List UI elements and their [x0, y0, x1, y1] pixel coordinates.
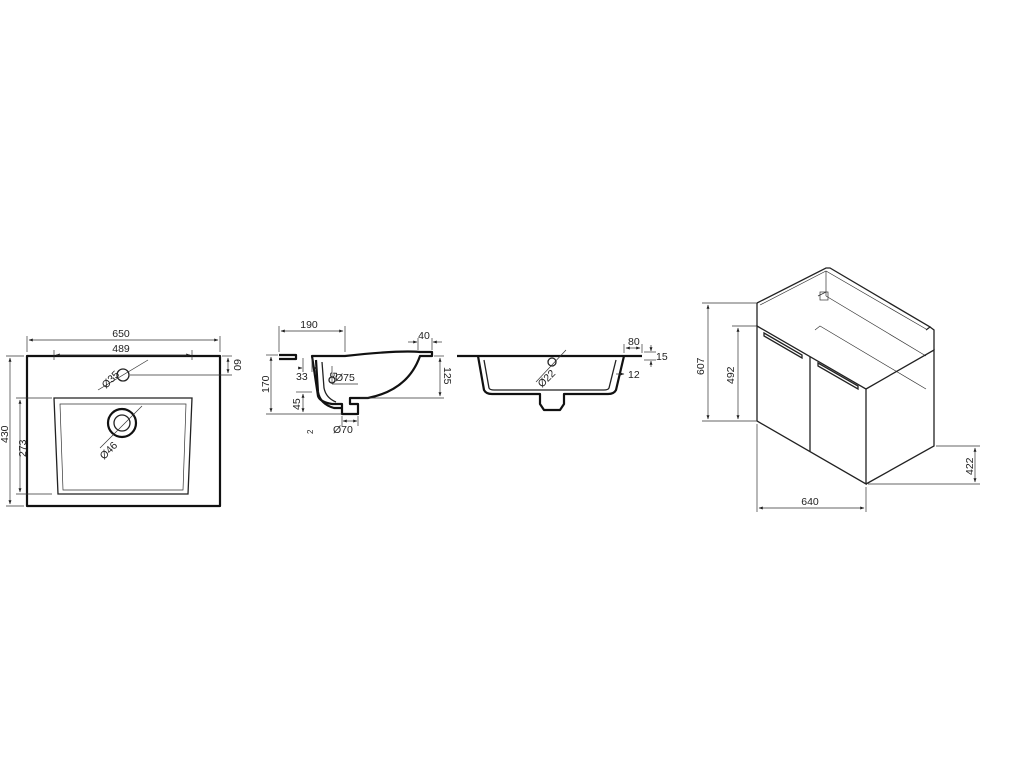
dim-note: 2 — [306, 429, 315, 434]
dim-overflow-dia: Ø75 — [335, 372, 355, 384]
dim-rim-width: 40 — [418, 330, 430, 342]
dim-door-height: 492 — [725, 366, 737, 384]
front-section-view: Ø22 80 15 12 — [457, 336, 668, 412]
cabinet-side — [865, 348, 935, 485]
drain-icon — [106, 407, 138, 439]
dim-overflow-offset: 5 — [327, 372, 339, 378]
dim-front-rim-width: 80 — [628, 336, 640, 348]
dim-drain-dia: Ø70 — [333, 424, 353, 436]
dim-lip-gap: 33 — [296, 371, 308, 383]
dim-cabinet-depth: 422 — [964, 457, 976, 475]
handle-right-icon — [817, 361, 859, 391]
top-view: 650 489 60 430 273 Ø35 Ø46 — [0, 328, 243, 508]
dim-rim-thickness: 15 — [656, 351, 668, 363]
side-section-view: 190 40 170 125 33 45 5 Ø75 — [260, 319, 453, 436]
dim-total-height: 170 — [260, 375, 272, 393]
handle-left-icon — [763, 331, 803, 360]
tap-hole-icon — [116, 368, 130, 382]
cabinet-front — [756, 324, 867, 486]
overflow-hole-icon — [547, 357, 557, 367]
bowl-outline — [53, 397, 193, 495]
dim-drain-hole: Ø46 — [98, 439, 121, 462]
dim-tap-hole: Ø35 — [100, 368, 123, 391]
dim-width-inner: 489 — [112, 343, 130, 355]
cabinet-view: 607 492 640 422 — [695, 267, 980, 512]
dim-tap-offset: 60 — [231, 359, 243, 371]
dim-lip-depth: 190 — [300, 319, 318, 331]
bowl-inner-outline — [59, 403, 187, 491]
dim-depth-basin: 273 — [17, 439, 29, 457]
dim-cabinet-height: 607 — [695, 357, 707, 375]
dim-cabinet-width: 640 — [801, 496, 819, 508]
basin-section — [310, 350, 434, 416]
dim-drain-height: 45 — [291, 398, 303, 410]
basin-front-section — [476, 355, 626, 412]
dim-overflow-hole: Ø22 — [536, 367, 559, 390]
dim-basin-depth: 125 — [441, 367, 453, 385]
dim-width-overall: 650 — [112, 328, 130, 340]
dim-edge: 12 — [628, 369, 640, 381]
dim-depth-overall: 430 — [0, 425, 11, 443]
